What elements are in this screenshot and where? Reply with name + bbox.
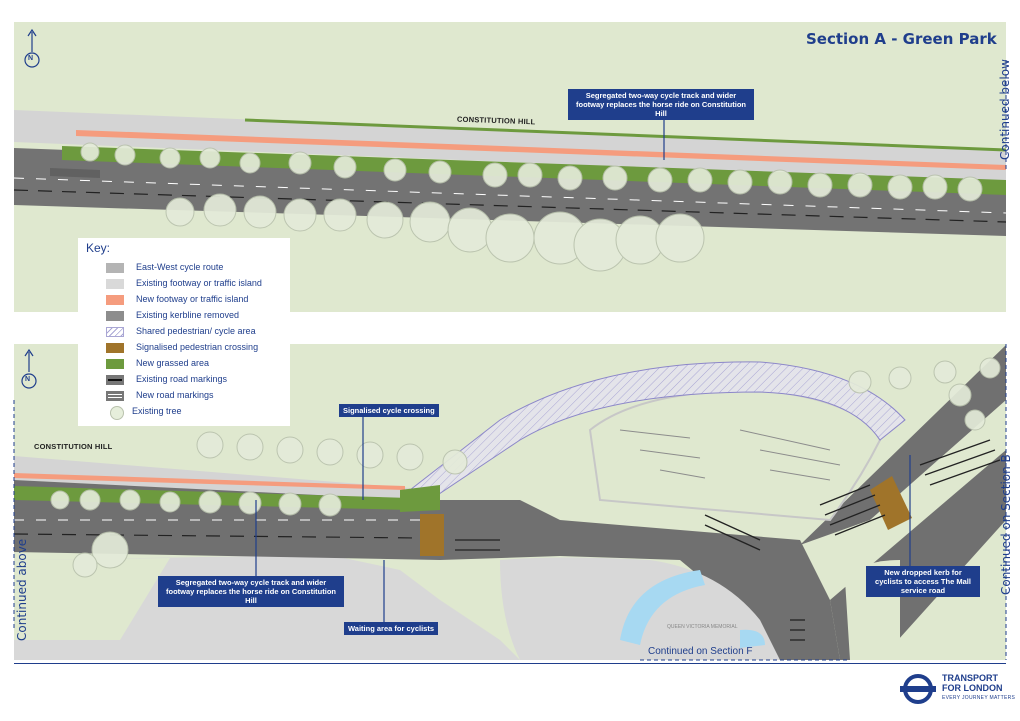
logo-tagline: EVERY JOURNEY MATTERS [942,695,1016,701]
key-item-label: Existing footway or traffic island [136,278,262,288]
north-arrow-bottom [21,348,37,389]
green-swatch [106,359,124,369]
continued-above-label: Continued above [15,538,29,641]
salmon-swatch [106,295,124,305]
north-label-top: N [28,55,34,62]
page-title: Section A - Green Park [806,30,997,48]
continued-section-f-label: Continued on Section F [648,646,753,657]
key-item-label: Existing tree [132,406,182,416]
key-item-label: New grassed area [136,358,210,368]
tree-icon [110,406,124,420]
callout-bottom-cycle-track: Segregated two-way cycle track and wider… [158,576,344,607]
key-item: Existing tree [106,406,286,421]
key-title: Key: [86,241,111,255]
top-trees [80,142,983,272]
key-item: Existing road markings [106,374,286,389]
grey-swatch [106,263,124,273]
key-item-label: Existing road markings [136,374,228,384]
map-key: Key: East-West cycle route Existing foot… [78,238,290,426]
key-item: New grassed area [106,358,286,373]
dark-grey-swatch [106,311,124,321]
callout-dropped-kerb: New dropped kerb for cyclists to access … [866,566,980,597]
tfl-logo: TRANSPORT FOR LONDON EVERY JOURNEY MATTE… [942,673,1015,703]
brown-swatch [106,343,124,353]
key-item-label: New road markings [136,390,214,400]
key-item-label: Signalised pedestrian crossing [136,342,259,352]
key-item: New footway or traffic island [106,294,286,309]
logo-line1: TRANSPORT [942,673,998,683]
tfl-roundel-icon [900,674,936,704]
key-item: East-West cycle route [106,262,286,277]
callout-waiting-area: Waiting area for cyclists [344,622,439,635]
callout-signalised-crossing: Signalised cycle crossing [339,404,439,417]
key-item: New road markings [106,390,286,405]
road-markings-icon [106,375,124,385]
key-item: Existing kerbline removed [106,310,286,325]
memorial-label: QUEEN VICTORIA MEMORIAL [667,624,738,630]
logo-line2: FOR LONDON [942,683,1003,693]
continued-below-label: Continued below [998,59,1012,160]
light-grey-swatch [106,279,124,289]
key-item: Existing footway or traffic island [106,278,286,293]
key-item-label: East-West cycle route [136,262,224,272]
footer-divider [14,663,1006,664]
key-item-label: Shared pedestrian/ cycle area [136,326,256,336]
road-label-bottom: CONSTITUTION HILL [34,442,113,451]
hatched-swatch [106,327,124,337]
continued-section-b-label: Continued on Section B [999,454,1013,595]
north-arrow-top [24,28,40,68]
key-item: Shared pedestrian/ cycle area [106,326,286,341]
bottom-trees [50,357,1001,578]
key-item: Signalised pedestrian crossing [106,342,286,357]
callout-top-cycle-track: Segregated two-way cycle track and wider… [568,89,754,120]
new-markings-icon [106,391,124,401]
key-item-label: New footway or traffic island [136,294,249,304]
north-label-bottom: N [25,376,31,383]
key-item-label: Existing kerbline removed [136,310,240,320]
